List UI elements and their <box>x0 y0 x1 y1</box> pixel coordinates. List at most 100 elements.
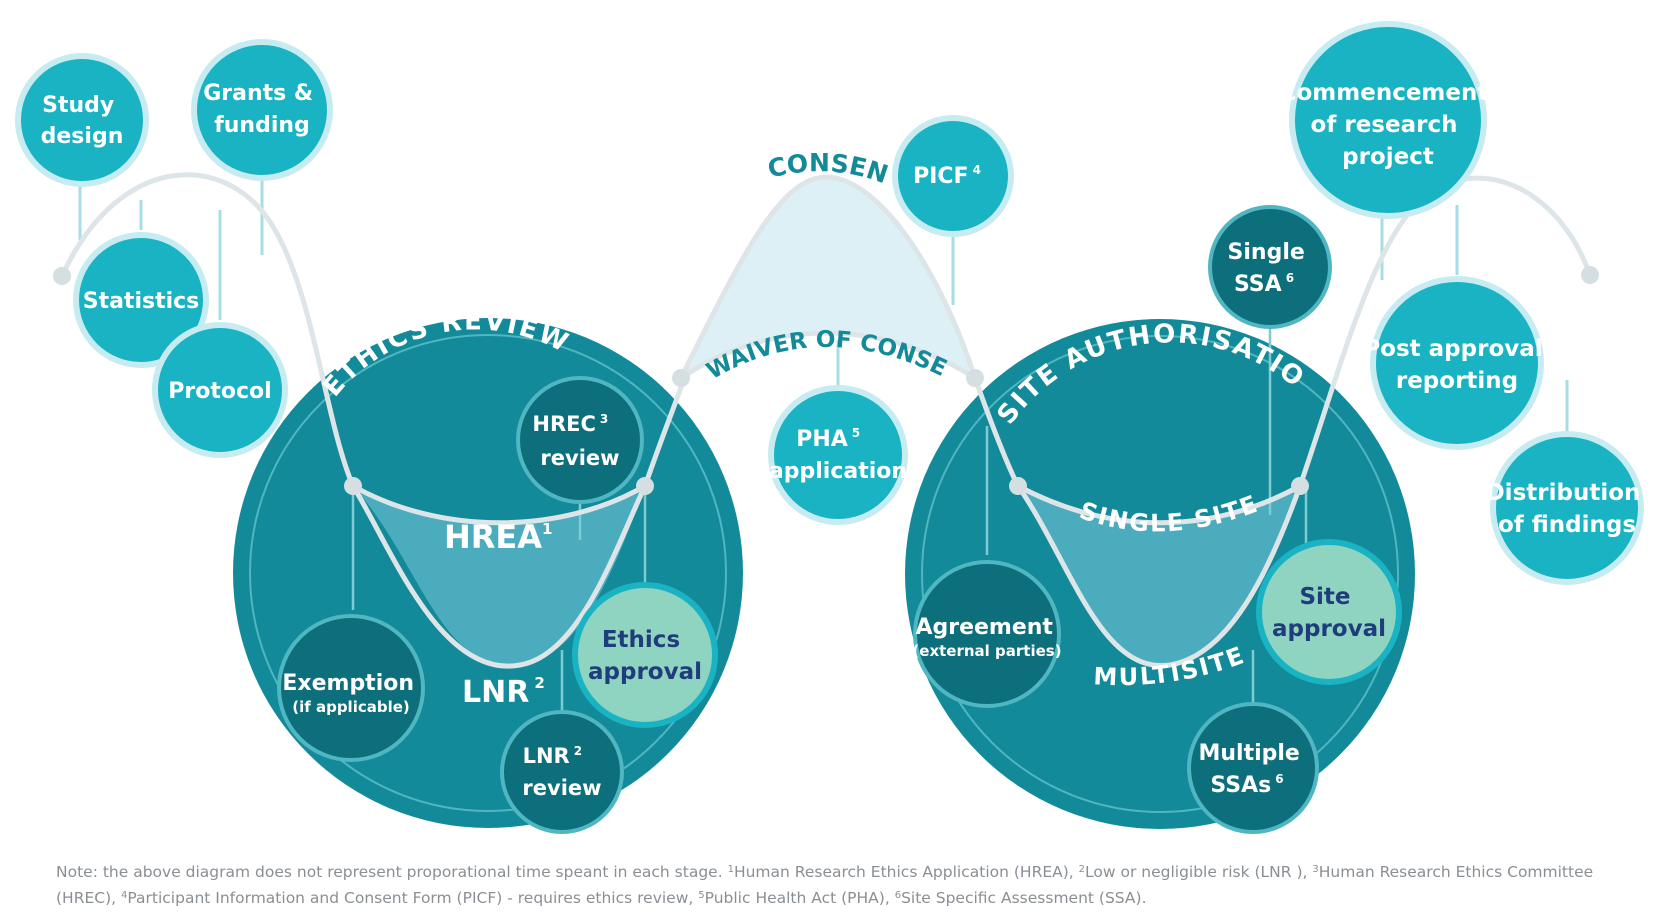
svg-text:Post approval reporting: Post approval reporting <box>1363 336 1550 394</box>
site-approval-line1: Site <box>1299 584 1350 610</box>
fn2-num: 2 <box>1078 864 1086 875</box>
fn3-num: 3 <box>1312 864 1319 875</box>
statistics-node: Statistics <box>73 232 209 368</box>
pha-line2: application <box>769 459 907 484</box>
commencement-line2: of research <box>1311 112 1458 138</box>
lnr-review-sup: 2 <box>574 744 582 758</box>
single-multi-site-basin <box>1018 486 1300 666</box>
svg-text:Exemption (if applicable: Exemption (if applicable) <box>282 671 419 716</box>
exemption-line2: (if applicable) <box>292 698 410 716</box>
footnote: Note: the above diagram does not represe… <box>56 858 1616 910</box>
fn1-text: Human Research Ethics Application (HREA)… <box>733 863 1074 881</box>
agreement-node: Agreement (external parties) <box>912 560 1062 708</box>
agreement-line1: Agreement <box>915 615 1053 640</box>
fn4-num: 4 <box>121 890 128 901</box>
connector-lines <box>78 175 1569 460</box>
svg-text:Distribution of findings: Distribution of findings <box>1486 480 1649 538</box>
hrea-text: HREA <box>444 518 542 556</box>
exemption-line1: Exemption <box>282 671 414 696</box>
multiple-ssas-node: Multiple SSAs 6 <box>1187 702 1319 834</box>
picf-node: PICF 4 <box>892 115 1014 237</box>
commencement-node: Commencement of research project <box>1280 21 1497 219</box>
hrea-sup: 1 <box>542 520 552 538</box>
hrea-lnr-basin <box>353 486 645 666</box>
single-site-path-curve <box>1016 483 1302 526</box>
distribution-node: Distribution of findings <box>1486 431 1649 585</box>
hrea-path-curve <box>351 483 647 526</box>
site-approval-node: Site approval <box>1256 539 1402 685</box>
picf-sup: 4 <box>973 163 981 177</box>
protocol-text: Protocol <box>168 379 271 404</box>
ethics-approval-node: Ethics approval <box>572 582 718 728</box>
consent-bump <box>681 176 975 378</box>
fn1-num: 1 <box>727 864 734 875</box>
single-ssa-line2: SSA <box>1234 272 1282 297</box>
fn6-text: Site Specific Assessment (SSA). <box>901 889 1147 907</box>
study-design-node: Study design <box>15 53 149 187</box>
single-ssa-sup: 6 <box>1286 271 1294 285</box>
svg-text:Site approval: Site approval <box>1272 584 1386 642</box>
multiple-ssas-sup: 6 <box>1275 772 1283 786</box>
picf-text: PICF <box>913 164 968 189</box>
lnr-text: LNR <box>462 675 529 710</box>
path-dots <box>53 266 1599 495</box>
study-design-line1: Study <box>42 93 114 118</box>
hrec-review-node: HREC 3 review <box>516 376 644 504</box>
hrec-line2: review <box>540 446 619 470</box>
distribution-line2: of findings <box>1498 512 1636 538</box>
fn6-num: 6 <box>894 890 902 901</box>
lnr-review-node: LNR 2 review <box>500 710 624 834</box>
grants-line1: Grants & <box>203 81 313 106</box>
fn4-text: Participant Information and Consent Form… <box>127 889 694 907</box>
grants-line2: funding <box>214 113 310 138</box>
svg-text:Agreement (external part: Agreement (external parties) <box>912 615 1061 660</box>
hrec-line1: HREC <box>532 412 596 436</box>
post-approval-node: Post approval reporting <box>1363 276 1550 450</box>
lnr-sup: 2 <box>534 674 544 692</box>
svg-text:Grants & funding: Grants & funding <box>203 81 321 138</box>
single-ssa-line1: Single <box>1228 240 1305 265</box>
svg-text:Ethics approval: Ethics approval <box>588 627 702 685</box>
exemption-node: Exemption (if applicable) <box>277 614 425 762</box>
svg-text:Study design: Study design <box>41 93 124 149</box>
pha-sup: 5 <box>852 426 860 440</box>
lnr-review-line2: review <box>522 776 601 800</box>
statistics-text: Statistics <box>83 289 200 314</box>
inner-connector-lines <box>351 325 1308 710</box>
lnr-review-line1: LNR <box>523 744 570 768</box>
multiple-ssas-line2: SSAs <box>1210 773 1271 798</box>
lnr-label: LNR 2 <box>462 674 545 710</box>
protocol-node: Protocol <box>152 322 288 458</box>
hrea-label: HREA1 <box>444 518 552 556</box>
post-approval-line1: Post approval <box>1363 336 1542 362</box>
commencement-line1: Commencement <box>1280 80 1489 106</box>
single-ssa-node: Single SSA 6 <box>1208 205 1332 329</box>
fn3-text: Human Research Ethics Committee (HREC), <box>56 863 1594 907</box>
footnote-prefix: Note: the above diagram does not represe… <box>56 863 723 881</box>
fn2-text: Low or negligible risk (LNR ), <box>1085 863 1308 881</box>
waiver-path-curve <box>679 330 977 381</box>
svg-text:Commencement of research: Commencement of research project <box>1280 80 1497 170</box>
post-approval-line2: reporting <box>1396 368 1518 394</box>
multiple-ssas-line1: Multiple <box>1198 741 1299 766</box>
distribution-line1: Distribution <box>1486 480 1641 506</box>
study-design-line2: design <box>41 124 124 149</box>
research-approval-process-diagram: ETHICS REVIEW SITE AUTHORISATION CONSENT… <box>0 0 1649 834</box>
process-path-curve <box>59 172 1593 669</box>
agreement-line2: (external parties) <box>912 642 1061 660</box>
fn5-text: Public Health Act (PHA), <box>704 889 890 907</box>
commencement-line3: project <box>1342 144 1434 170</box>
ethics-approval-line1: Ethics <box>602 627 680 653</box>
ethics-approval-line2: approval <box>588 659 702 685</box>
grants-funding-node: Grants & funding <box>191 39 333 181</box>
fn5-num: 5 <box>698 890 705 901</box>
hrec-sup: 3 <box>600 412 608 426</box>
site-approval-line2: approval <box>1272 616 1386 642</box>
